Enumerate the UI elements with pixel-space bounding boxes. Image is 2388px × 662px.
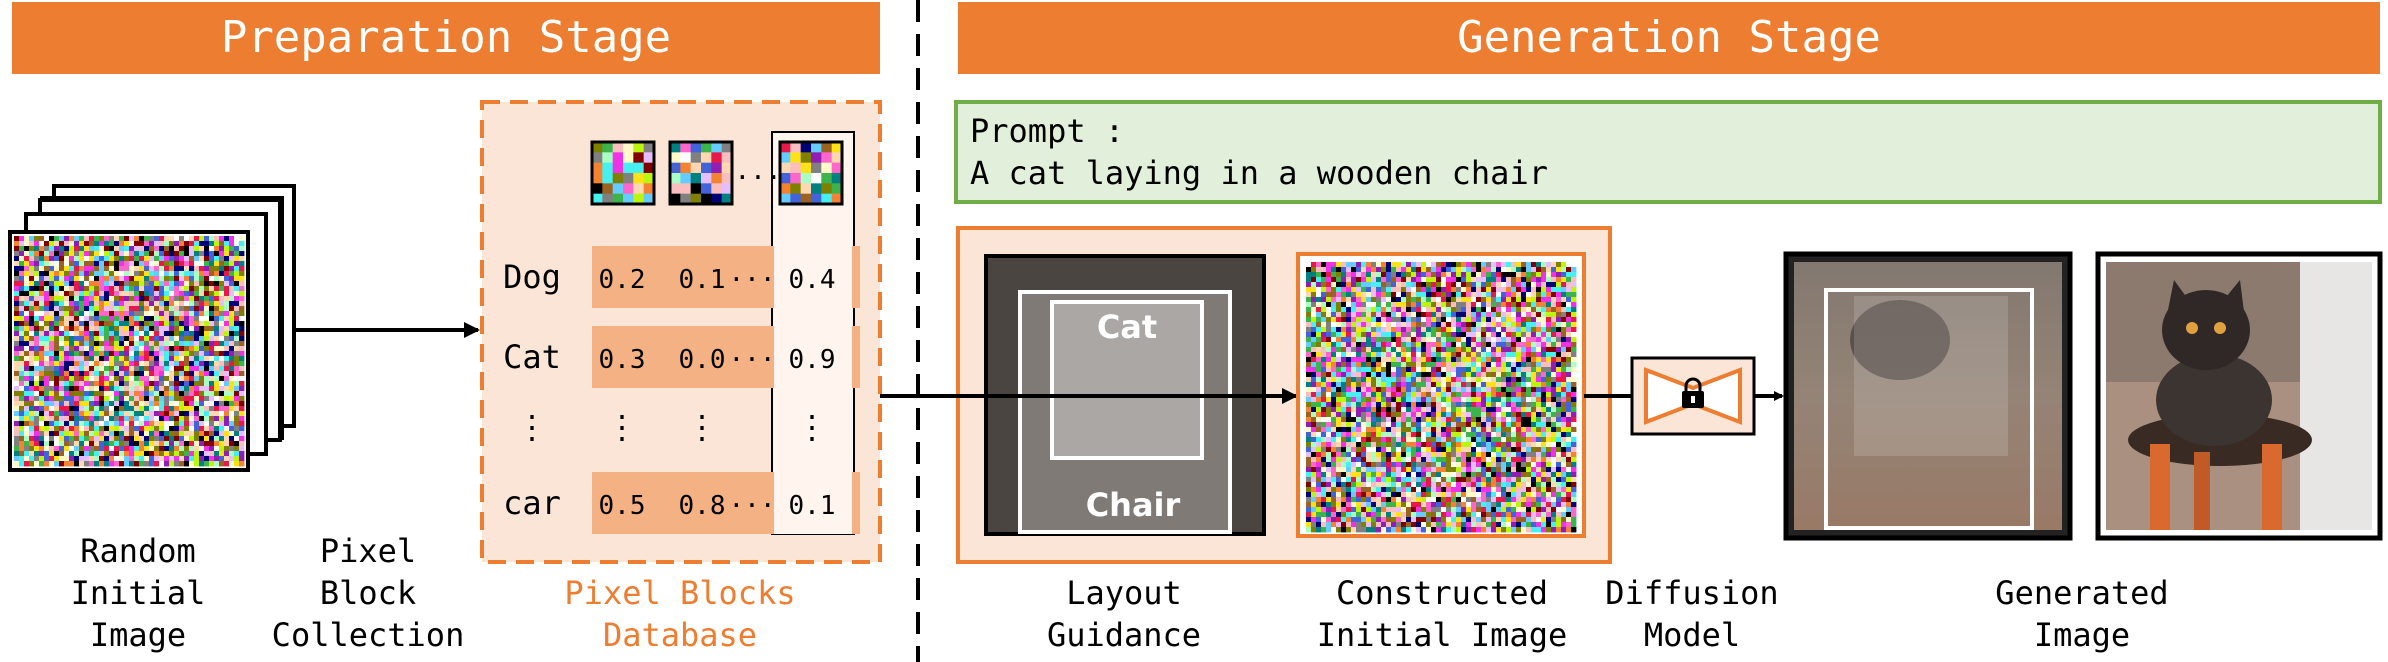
row-label: Dog <box>503 258 561 296</box>
row-value: 0.9 <box>789 345 836 375</box>
caption-random-2: Initial <box>71 574 206 612</box>
cat-label: Cat <box>1097 308 1157 346</box>
cell-highlight <box>774 246 852 308</box>
block-ellipsis: ··· <box>735 163 782 193</box>
constructed-initial-image <box>1306 262 1577 533</box>
cat-box <box>1050 300 1204 460</box>
row-value: 0.1 <box>789 491 836 521</box>
caption-diffusion-1: Diffusion <box>1605 574 1778 612</box>
caption-random-3: Image <box>90 616 186 654</box>
random-initial-image-stack <box>8 184 296 472</box>
caption-database-2: Database <box>603 616 757 654</box>
diffusion-model <box>1630 356 1756 436</box>
caption-generated-2: Image <box>2034 616 2130 654</box>
row-value: 0.1 <box>679 265 726 295</box>
cat-box-overlay <box>1854 296 2008 456</box>
caption-generated-1: Generated <box>1995 574 2168 612</box>
row-ellipsis: ··· <box>729 491 776 521</box>
row-ellipsis: ··· <box>729 265 776 295</box>
caption-constructed-2: Initial Image <box>1317 616 1567 654</box>
generation-header: Generation Stage <box>1457 12 1881 63</box>
prompt-box <box>954 100 2382 204</box>
preparation-header-bg <box>12 2 880 74</box>
caption-constructed-1: Constructed <box>1336 574 1548 612</box>
generated-image <box>2095 251 2383 541</box>
row-value: ⋮ <box>686 408 718 446</box>
caption-pixel-3: Collection <box>272 616 465 654</box>
cell-highlight <box>774 326 852 388</box>
row-ellipsis: ··· <box>729 345 776 375</box>
row-value: 0.0 <box>679 345 726 375</box>
chair-box-overlay <box>1824 288 2034 530</box>
caption-layout-2: Guidance <box>1047 616 1201 654</box>
row-value: 0.5 <box>599 491 646 521</box>
caption-layout-1: Layout <box>1066 574 1182 612</box>
caption-pixel-2: Block <box>320 574 416 612</box>
preparation-header: Preparation Stage <box>221 12 671 63</box>
caption-database-1: Pixel Blocks <box>564 574 795 612</box>
caption-pixel-1: Pixel <box>320 532 416 570</box>
generation-header-bg <box>958 2 2380 74</box>
chair-label: Chair <box>1086 486 1181 524</box>
row-value: 0.2 <box>599 265 646 295</box>
noise-pattern <box>14 236 245 467</box>
pixel-block-thumbnail <box>778 140 844 206</box>
row-value: 0.4 <box>789 265 836 295</box>
pixel-blocks-database: ··· Dog 0.2 0.1 ··· 0.4 Cat 0.3 0.0 ··· … <box>480 100 882 564</box>
row-value: ⋮ <box>606 408 638 446</box>
row-value: 0.3 <box>599 345 646 375</box>
row-value: ⋮ <box>796 408 828 446</box>
prompt-label: Prompt : <box>970 112 1124 150</box>
lock-icon <box>1682 377 1704 408</box>
row-value: 0.8 <box>679 491 726 521</box>
caption-random-1: Random <box>80 532 196 570</box>
cell-highlight <box>774 472 852 534</box>
row-label: car <box>503 484 561 522</box>
row-label: Cat <box>503 338 561 376</box>
row-label: ⋮ <box>516 408 548 446</box>
prompt-text: A cat laying in a wooden chair <box>970 154 1548 192</box>
generated-image-with-layout <box>1783 251 2073 541</box>
caption-diffusion-2: Model <box>1644 616 1740 654</box>
pixel-block-thumbnail <box>668 140 734 206</box>
pixel-block-thumbnail <box>590 140 656 206</box>
